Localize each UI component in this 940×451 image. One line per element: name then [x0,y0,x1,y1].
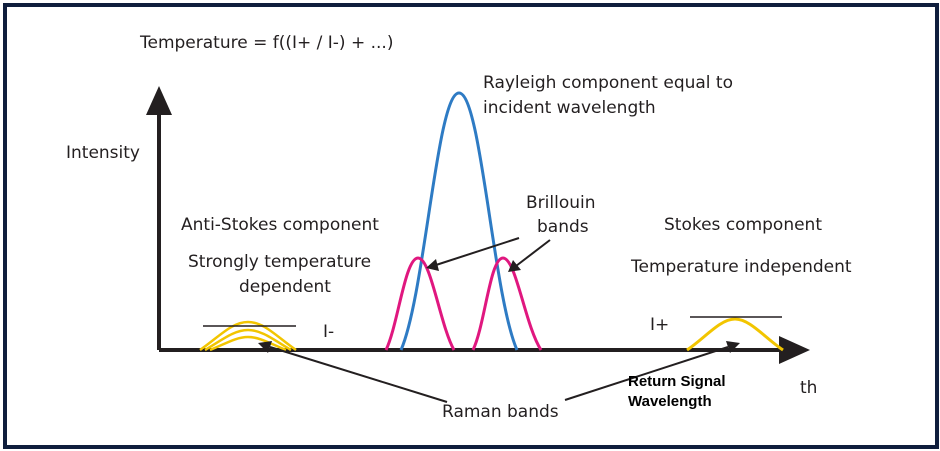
raman-bands-label: Raman bands [442,402,559,422]
return-signal-label-line2: Wavelength [628,393,712,410]
brillouin-label-line2: bands [537,217,589,237]
rayleigh-label-line2: incident wavelength [483,98,656,118]
y-axis-label: Intensity [66,143,140,163]
raman-arrow-right [564,341,740,401]
brillouin-arrow-left [426,237,520,271]
y-axis-arrowhead [146,86,172,115]
raman-arrow-left [258,341,448,403]
x-axis-label: th [800,378,817,398]
stokes-desc: Temperature independent [630,257,852,277]
rayleigh-label-line1: Rayleigh component equal to [483,73,733,93]
rayleigh-peak [399,91,519,351]
stokes-raman-band [686,317,784,352]
brillouin-peak-right [471,256,543,351]
anti-stokes-desc-line2: dependent [239,277,331,297]
anti-stokes-raman-band [199,320,297,352]
brillouin-arrow-right [508,239,551,272]
stokes-title: Stokes component [664,215,822,235]
i-plus-label: I+ [650,315,669,335]
temperature-formula: Temperature = f((I+ / I-) + ...) [139,33,393,53]
anti-stokes-desc-line1: Strongly temperature [188,252,371,272]
brillouin-peak-left [384,256,456,351]
anti-stokes-title: Anti-Stokes component [181,215,379,235]
i-minus-label: I- [323,322,334,342]
x-axis-arrowhead [779,336,810,364]
return-signal-label-line1: Return Signal [628,373,726,390]
brillouin-label-line1: Brillouin [526,193,596,213]
